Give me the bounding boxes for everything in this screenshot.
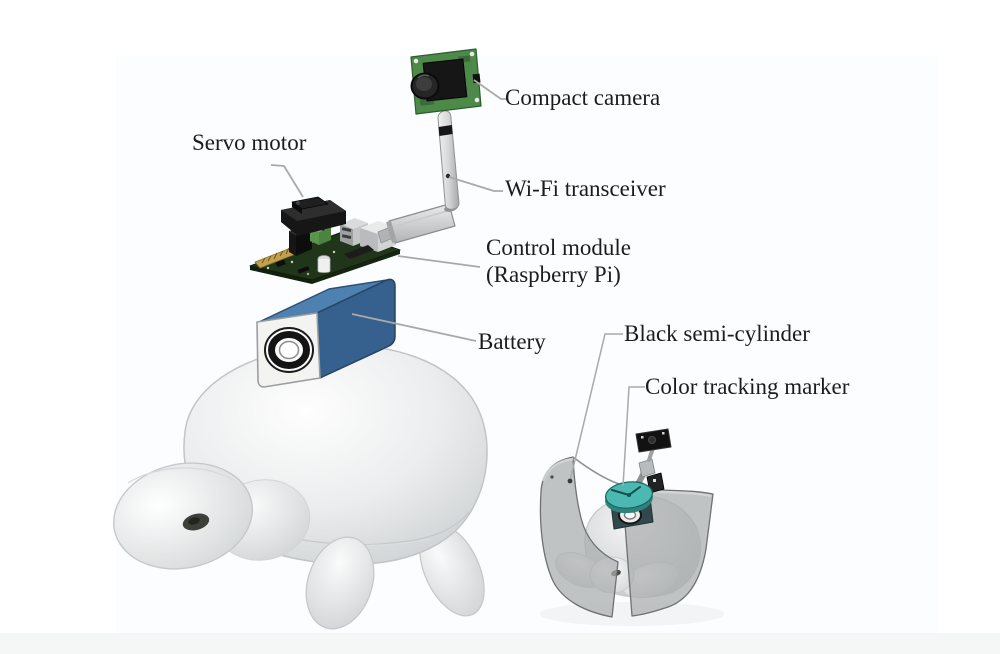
label-control-module: Control module (Raspberry Pi) <box>486 234 631 288</box>
pcb-edge-right <box>312 250 400 284</box>
mini-pcb-speck <box>641 436 644 439</box>
component-speck <box>653 479 656 482</box>
usb-port-top <box>340 218 368 229</box>
camera-screw <box>413 58 419 64</box>
label-wifi-transceiver: Wi-Fi transceiver <box>505 176 666 201</box>
camera-screw <box>469 51 475 57</box>
usb-slot <box>341 234 352 240</box>
turtle-head <box>112 462 254 570</box>
leader-servo-motor <box>270 164 304 198</box>
solder-dot <box>290 260 294 264</box>
battery-side-face <box>316 278 396 379</box>
antenna-rod <box>437 110 460 210</box>
label-control-module-line1: Control module <box>486 235 632 260</box>
semi-cylinder-back-rim <box>572 456 623 486</box>
chip <box>275 259 286 268</box>
dongle-highlight <box>395 210 448 227</box>
servo-horn <box>296 201 300 205</box>
camera-lens-glass <box>416 77 432 91</box>
label-color-tracking-marker: Color tracking marker <box>645 374 850 399</box>
leader-color-tracking-marker <box>622 386 645 487</box>
chip <box>297 266 310 274</box>
leader-battery <box>351 313 477 342</box>
bottom-band <box>0 633 1000 654</box>
usb-slot <box>341 227 352 233</box>
battery-illustration <box>256 278 396 388</box>
turtle-front-flipper <box>305 536 375 630</box>
label-battery: Battery <box>478 329 546 354</box>
wall-screw-dot <box>550 475 554 479</box>
leader-wifi-transceiver <box>448 176 503 192</box>
leader-black-semi-cylinder <box>569 333 623 482</box>
battery-front-black-ring <box>268 331 310 369</box>
display-connector <box>344 245 374 259</box>
camera-lens-highlight <box>417 74 430 79</box>
leader-lines <box>270 79 645 487</box>
pcb-edge <box>250 266 312 284</box>
antenna-band <box>438 125 453 136</box>
mini-camera-lens <box>648 436 656 444</box>
label-compact-camera: Compact camera <box>505 85 661 110</box>
leader-endpoint-dot <box>567 478 573 484</box>
servo-motor-illustration <box>281 196 346 236</box>
turtle-head-crease <box>127 467 234 484</box>
solder-dot <box>306 272 310 276</box>
capacitor-side <box>296 230 312 256</box>
semi-cylinder-left-rim-highlight <box>541 457 574 482</box>
battery-front-inner-disc <box>278 340 300 360</box>
turtle-robot-illustration <box>112 344 488 630</box>
terminal-block-side <box>319 227 331 245</box>
gpio-pin-lines <box>261 244 301 264</box>
capacitor-front <box>289 231 296 256</box>
capacitor-cylinder-body <box>317 259 331 273</box>
semi-cylinder-assembly-illustration <box>539 428 724 626</box>
solder-dot <box>332 250 336 254</box>
label-control-module-line2: (Raspberry Pi) <box>486 262 621 287</box>
servo-top-face <box>281 200 346 221</box>
label-black-semi-cylinder: Black semi-cylinder <box>624 321 810 346</box>
semi-cylinder-left-wall <box>539 456 619 618</box>
tracking-marker-hands <box>611 486 641 496</box>
servo-cap-side <box>292 202 302 214</box>
wifi-transceiver-illustration <box>377 110 460 244</box>
label-servo-motor: Servo motor <box>192 130 307 155</box>
dongle-end-cap <box>386 221 397 243</box>
ethernet-port-front <box>360 228 378 252</box>
solder-dot <box>266 266 270 270</box>
leader-control-module <box>397 255 481 268</box>
compact-camera-illustration <box>410 48 482 115</box>
turtle-eye-pupil <box>188 517 200 525</box>
camera-screw <box>474 97 480 103</box>
leader-compact-camera <box>473 79 508 100</box>
tracking-marker-center <box>627 493 631 497</box>
mini-pcb-speck <box>662 432 665 435</box>
